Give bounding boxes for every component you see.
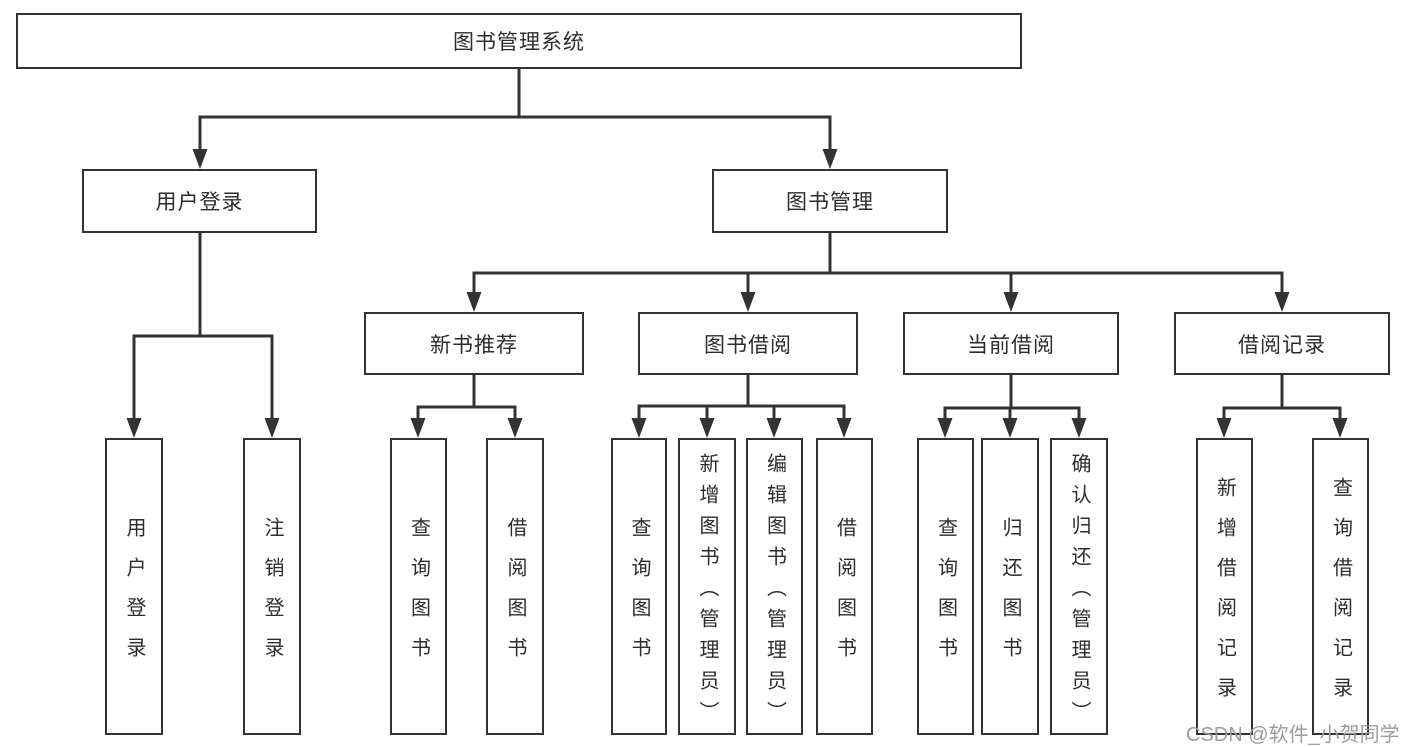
arrow-head [822, 149, 838, 169]
arrow-head [766, 418, 782, 438]
node-query-books-current: 查询图书 [917, 438, 974, 735]
node-add-books-admin: 新增图书（管理员） [678, 438, 736, 735]
node-label: 新书推荐 [430, 333, 518, 357]
node-label: 查询借阅记录 [1329, 476, 1352, 717]
node-label: 查询图书 [934, 516, 957, 677]
node-library-management-system: 图书管理系统 [16, 13, 1022, 69]
node-book-management: 图书管理 [712, 169, 948, 233]
node-label: 注销登录 [261, 516, 283, 677]
arrow-head [699, 418, 715, 438]
node-query-borrow-record: 查询借阅记录 [1312, 438, 1369, 735]
connector-user-login-children [126, 231, 280, 438]
node-label: 图书管理系统 [453, 31, 585, 54]
node-label: 用户登录 [123, 516, 145, 677]
connector-borrowing-records-children [1216, 373, 1348, 438]
connector-current-borrowing-children [937, 373, 1087, 438]
node-return-books: 归还图书 [981, 438, 1039, 735]
connector-book-borrowing-children [631, 373, 852, 438]
node-current-borrowing: 当前借阅 [903, 312, 1119, 375]
node-label: 当前借阅 [967, 333, 1055, 357]
arrow-head [740, 292, 756, 312]
watermark: CSDN @软件_小贺同学 [1186, 724, 1400, 746]
node-borrowing-records: 借阅记录 [1174, 312, 1390, 375]
node-label: 查询图书 [407, 516, 430, 677]
node-edit-books-admin: 编辑图书（管理员） [746, 438, 803, 735]
node-label: 新增图书（管理员） [696, 452, 718, 732]
arrow-head [1002, 418, 1018, 438]
node-add-borrow-record: 新增借阅记录 [1196, 438, 1253, 735]
connector-root-to-level2 [192, 67, 838, 169]
arrow-head [264, 418, 280, 438]
node-label: 确认归还（管理员） [1068, 452, 1090, 732]
node-label: 图书管理 [786, 191, 874, 214]
arrow-head [507, 418, 523, 438]
arrow-head [1071, 418, 1087, 438]
node-label: 归还图书 [999, 516, 1021, 677]
node-label: 用户登录 [155, 191, 244, 214]
connector-book-management-children [466, 231, 1290, 312]
node-label: 新增借阅记录 [1213, 476, 1236, 717]
arrow-head [836, 418, 852, 438]
arrow-head [1274, 292, 1290, 312]
node-label: 借阅图书 [504, 516, 526, 677]
node-new-book-recommendation: 新书推荐 [364, 312, 584, 375]
node-borrow-books-borrowing: 借阅图书 [816, 438, 873, 735]
arrow-head [1216, 418, 1232, 438]
node-user-login-action: 用户登录 [105, 438, 163, 735]
arrow-head [466, 292, 482, 312]
arrow-head [1332, 418, 1348, 438]
arrow-head [410, 418, 426, 438]
node-book-borrowing: 图书借阅 [638, 312, 858, 375]
node-query-books-borrowing: 查询图书 [611, 438, 667, 735]
node-borrow-books-recommend: 借阅图书 [486, 438, 544, 735]
arrow-head [126, 418, 142, 438]
connector-new-book-recommendation-children [410, 373, 523, 438]
arrow-head [631, 418, 647, 438]
node-label: 借阅图书 [833, 516, 856, 677]
node-label: 编辑图书（管理员） [763, 452, 786, 732]
node-label: 借阅记录 [1238, 333, 1326, 357]
node-label: 查询图书 [628, 516, 650, 677]
arrow-head [1003, 292, 1019, 312]
node-user-login: 用户登录 [82, 169, 317, 233]
node-confirm-return-admin: 确认归还（管理员） [1050, 438, 1108, 735]
arrow-head [937, 418, 953, 438]
node-label: 图书借阅 [704, 333, 792, 357]
node-logout: 注销登录 [243, 438, 301, 735]
node-query-books-recommend: 查询图书 [390, 438, 447, 735]
arrow-head [192, 149, 208, 169]
